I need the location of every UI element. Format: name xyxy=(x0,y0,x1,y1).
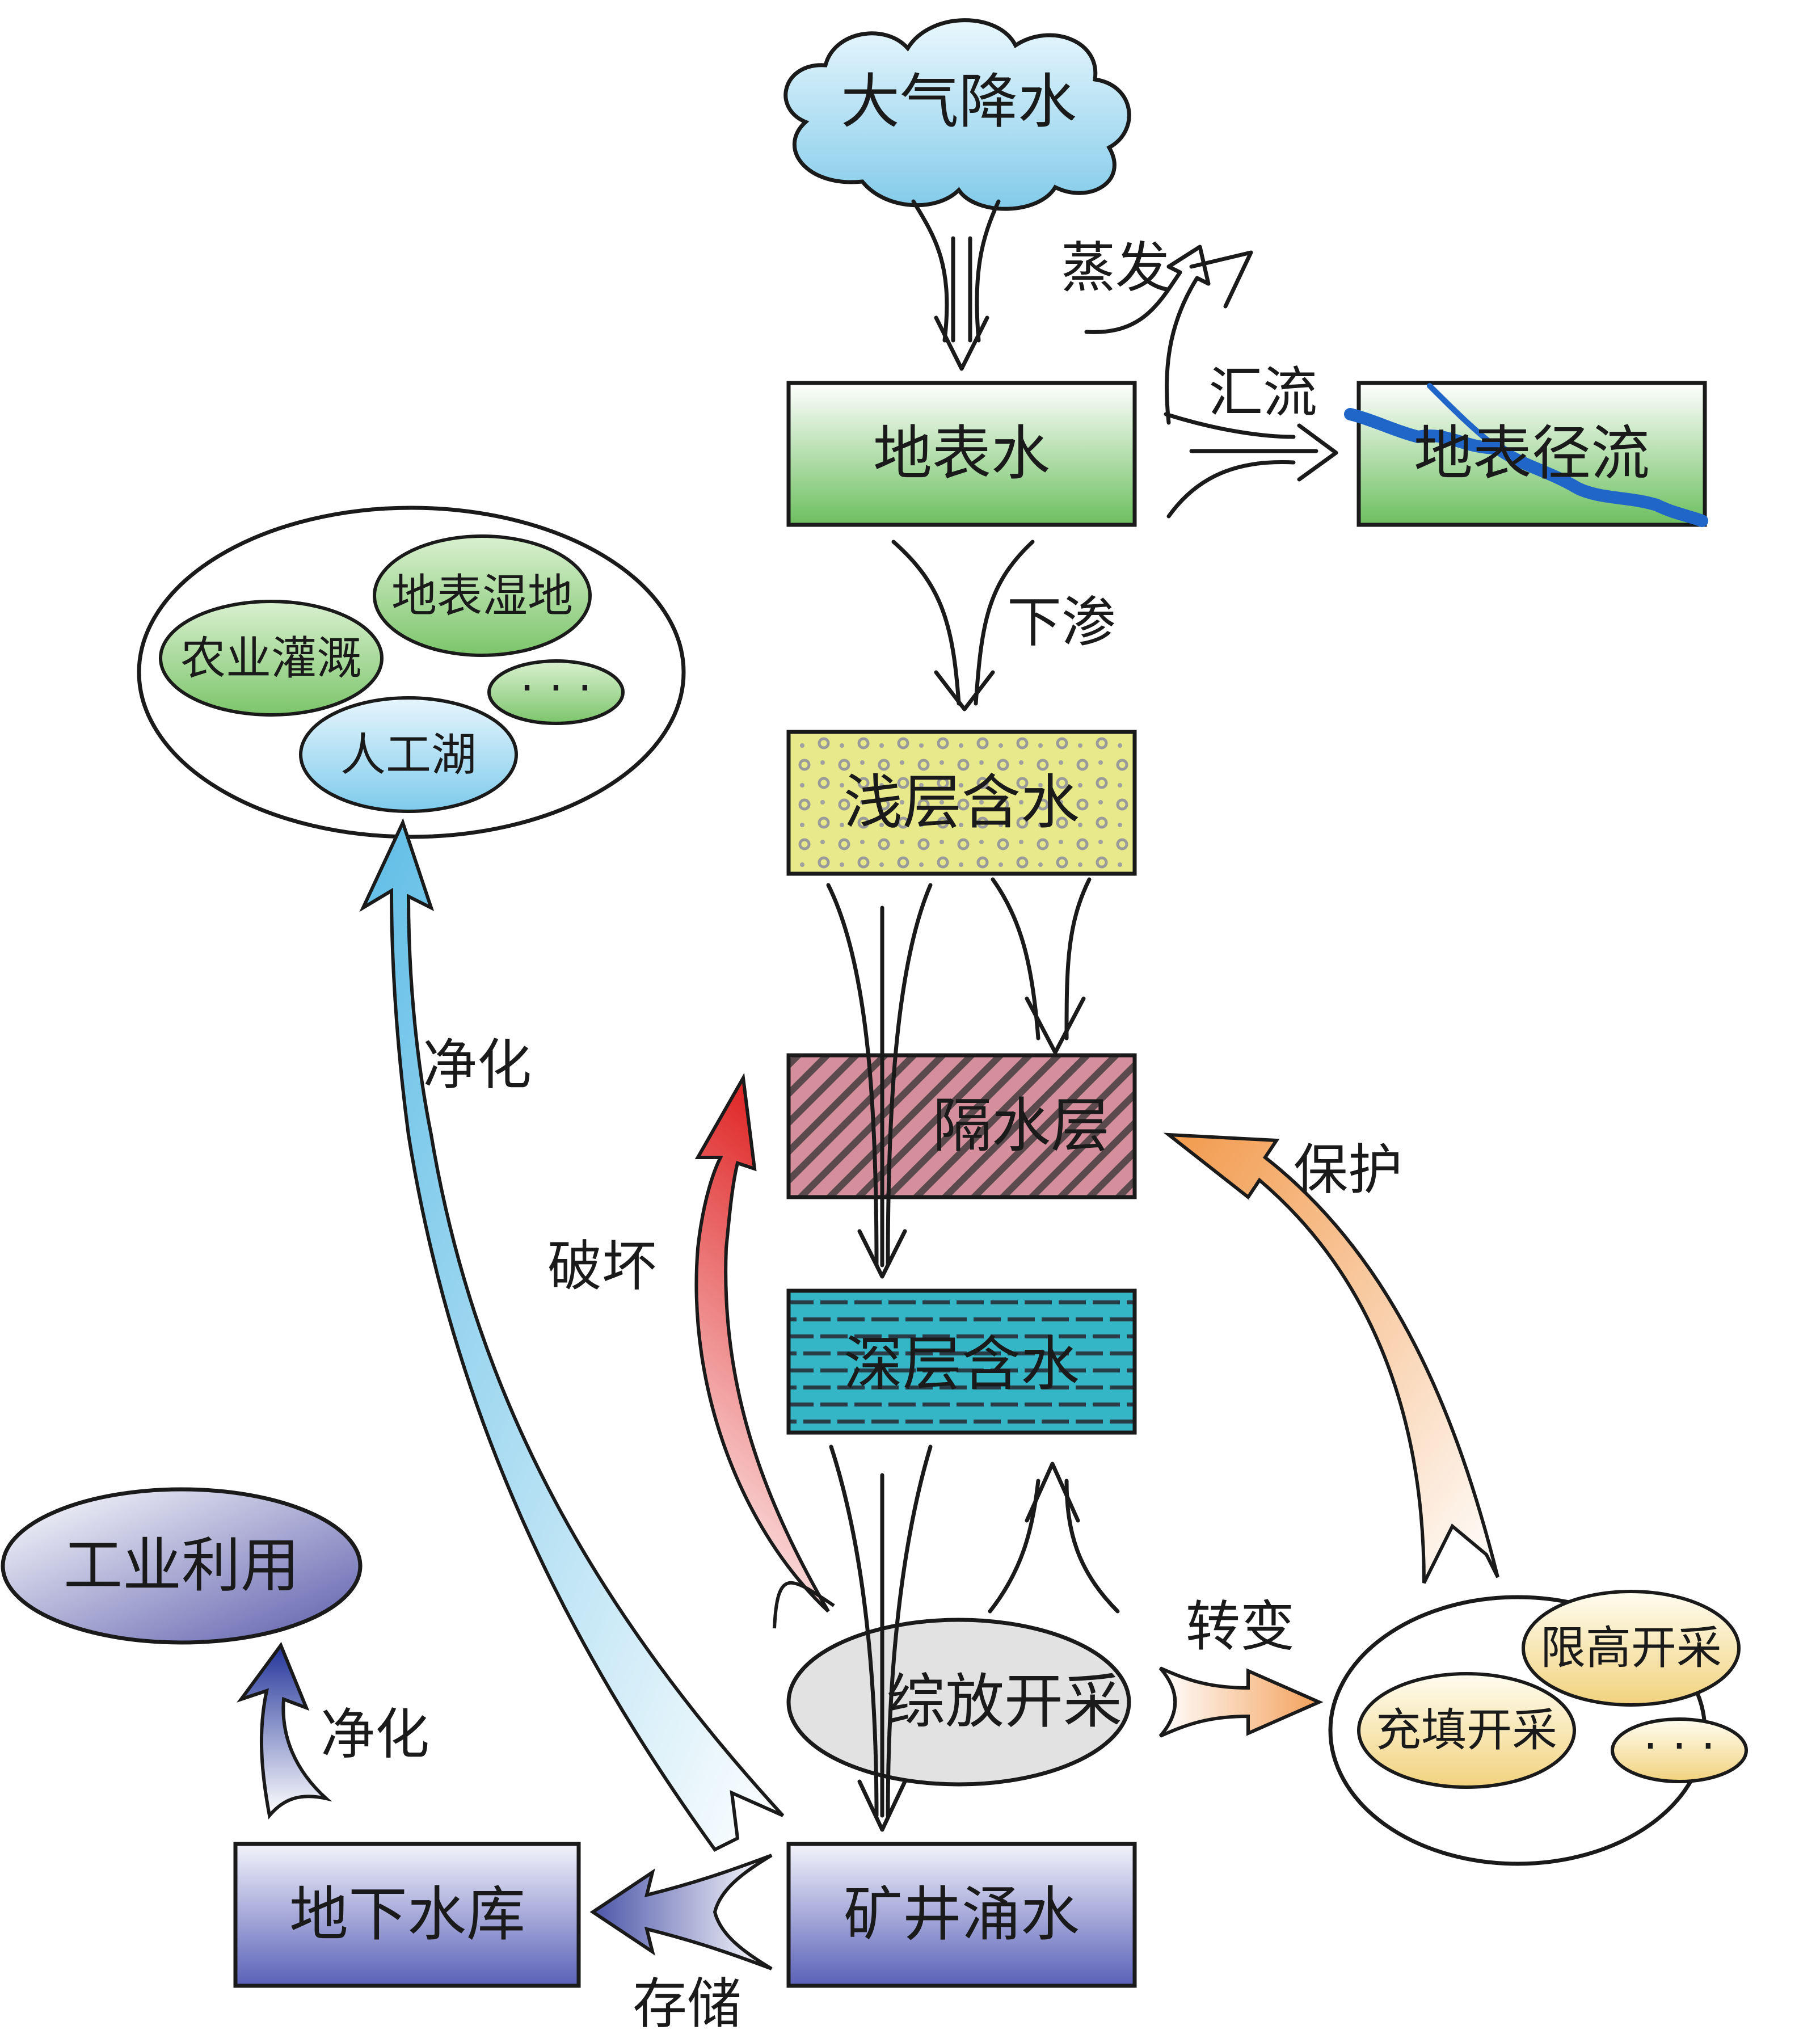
mine-water-inflow-label: 矿井涌水 xyxy=(844,1880,1080,1949)
protection-arrow xyxy=(1163,1132,1499,1584)
protection-label: 保护 xyxy=(1294,1138,1402,1202)
precipitation-node: 大气降水 xyxy=(783,18,1131,211)
confluence-label: 汇流 xyxy=(1208,361,1317,424)
industrial-use-label: 工业利用 xyxy=(64,1531,300,1600)
backfill-mining-node: 充填开采 xyxy=(1357,1672,1576,1789)
uses-more-label: · · · xyxy=(520,662,592,714)
height-limited-mining-node: 限高开采 xyxy=(1522,1590,1741,1707)
backfill-mining-label: 充填开采 xyxy=(1376,1704,1557,1757)
surface-wetland-node: 地表湿地 xyxy=(373,534,592,657)
confluence-arrow xyxy=(1164,412,1338,519)
destruction-label: 破坏 xyxy=(547,1235,656,1298)
destruction-arrow xyxy=(694,1072,835,1629)
surface-wetland-label: 地表湿地 xyxy=(391,570,573,622)
evaporation-label: 蒸发 xyxy=(1061,236,1170,300)
shallow-aquifer-label: 浅层含水 xyxy=(844,768,1080,837)
deep-to-mine-arrow xyxy=(829,1445,933,1832)
height-limited-mining-label: 限高开采 xyxy=(1540,1622,1722,1674)
top-coal-caving-label: 综放开采 xyxy=(886,1667,1122,1736)
storage-label: 存储 xyxy=(633,1972,742,2031)
deep-aquifer-node: 深层含水 xyxy=(786,1288,1137,1435)
uses-more-node: · · · xyxy=(487,659,625,725)
purification-lower-arrow xyxy=(236,1641,332,1820)
artificial-lake-label: 人工湖 xyxy=(340,728,477,781)
underground-reservoir-node: 地下水库 xyxy=(233,1842,581,1988)
infiltration-arrow xyxy=(891,540,1035,711)
methods-more-label: · · · xyxy=(1643,1720,1715,1772)
agricultural-irrigation-label: 农业灌溉 xyxy=(180,632,362,685)
top-coal-caving-node: 综放开采 xyxy=(786,1618,1131,1787)
agricultural-irrigation-node: 农业灌溉 xyxy=(159,600,384,717)
mining-methods-group: 限高开采 充填开采 · · · xyxy=(1328,1590,1748,1866)
surface-water-node: 地表水 xyxy=(786,381,1137,527)
precipitation-label: 大气降水 xyxy=(841,67,1077,136)
purification-lower-label: 净化 xyxy=(321,1703,429,1766)
river-icon xyxy=(1344,408,1708,527)
aquitard-label: 隔水层 xyxy=(933,1091,1110,1160)
transformation-arrow xyxy=(1158,1666,1324,1738)
surface-runoff-node: 地表径流 xyxy=(1344,381,1708,527)
purification-upper-arrow xyxy=(359,818,785,1852)
shallow-aquifer-node: 浅层含水 xyxy=(786,730,1137,876)
deep-aquifer-label: 深层含水 xyxy=(844,1329,1080,1399)
surface-water-label: 地表水 xyxy=(873,419,1050,488)
purification-upper-label: 净化 xyxy=(423,1033,532,1097)
aquitard-node: 隔水层 xyxy=(786,1053,1137,1199)
shallow-to-deep-arrow xyxy=(826,883,933,1279)
storage-arrow xyxy=(589,1854,773,1970)
infiltration-label: 下渗 xyxy=(1007,591,1116,654)
shallow-to-aquitard-arrow xyxy=(991,877,1092,1055)
mine-water-inflow-node: 矿井涌水 xyxy=(786,1842,1137,1988)
transformation-label: 转变 xyxy=(1186,1595,1295,1658)
industrial-use-node: 工业利用 xyxy=(1,1487,363,1645)
water-uses-group: 农业灌溉 地表湿地 人工湖 · · · xyxy=(137,506,686,839)
precipitation-to-surface-arrow xyxy=(911,199,1001,371)
artificial-lake-node: 人工湖 xyxy=(299,696,518,813)
mining-to-deep-arrow xyxy=(988,1462,1120,1614)
underground-reservoir-label: 地下水库 xyxy=(289,1880,525,1949)
surface-runoff-label: 地表径流 xyxy=(1414,419,1650,488)
evaporation-arrow xyxy=(1084,245,1253,425)
methods-more-node: · · · xyxy=(1611,1717,1748,1783)
